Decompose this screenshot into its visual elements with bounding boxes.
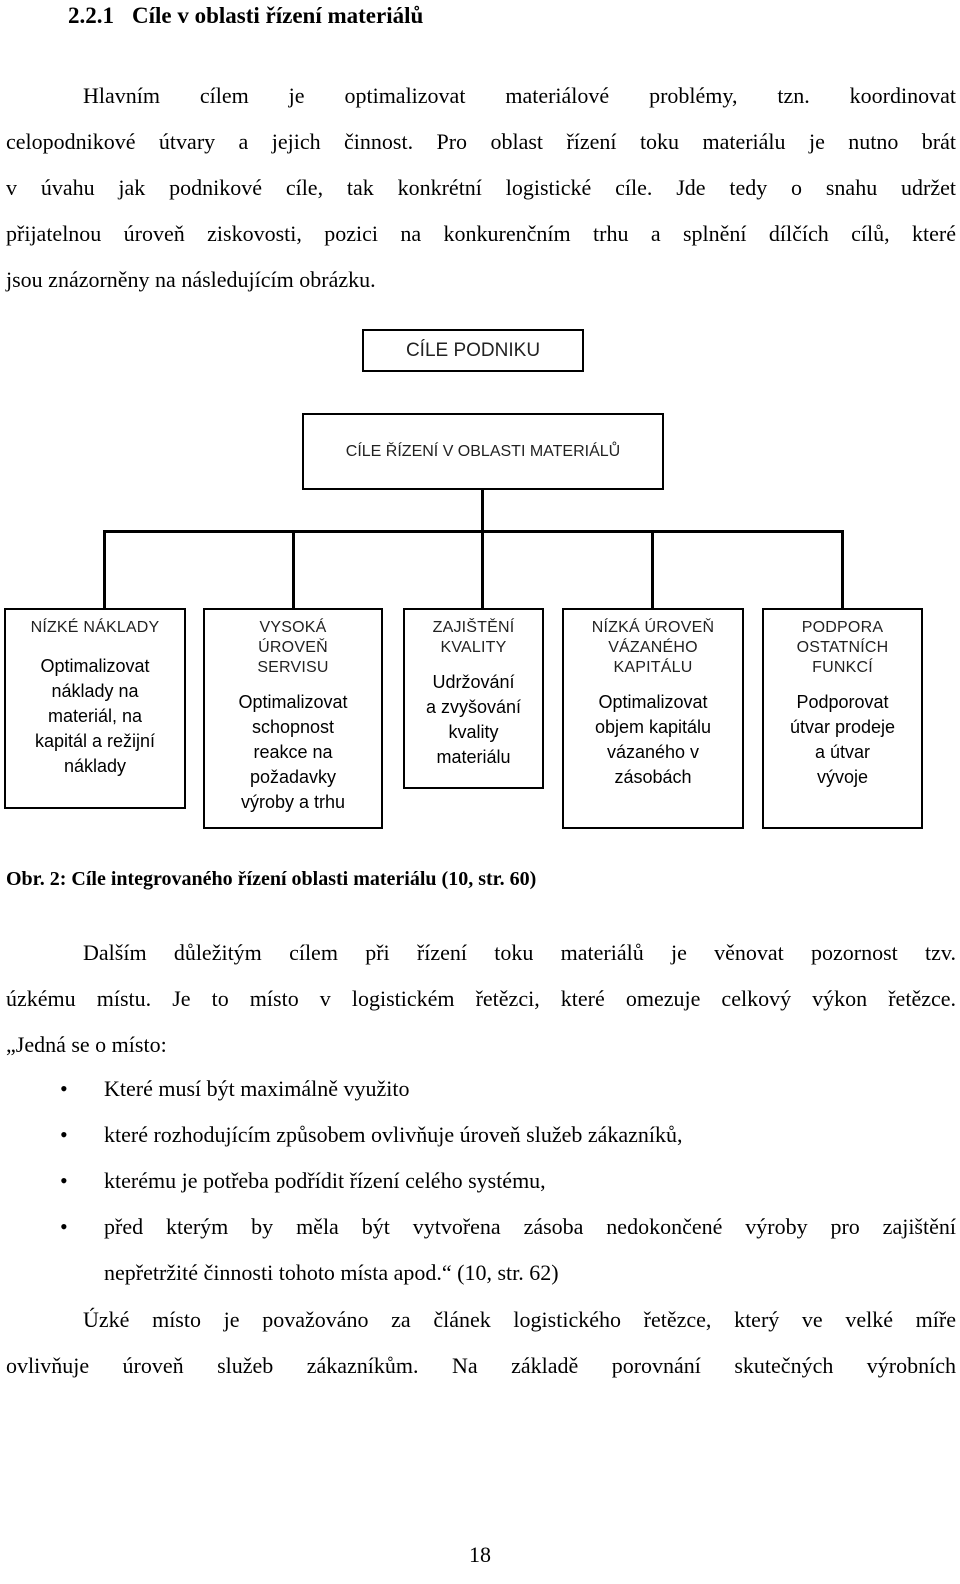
goal-box-line: požadavky bbox=[249, 767, 337, 787]
goal-box-line: reakce na bbox=[253, 742, 333, 762]
diagram-middle-box: CÍLE ŘÍZENÍ V OBLASTI MATERIÁLŮ bbox=[302, 413, 664, 490]
goal-box-caption: ZAJIŠTĚNÍ bbox=[432, 619, 515, 636]
goal-box-line: Optimalizovat bbox=[40, 656, 150, 676]
paragraph-bottleneck: Dalším důležitým cílem při řízení toku m… bbox=[6, 930, 956, 1068]
paragraph-closing: Úzké místo je považováno za článek logis… bbox=[6, 1297, 956, 1389]
figure-caption: Obr. 2: Cíle integrovaného řízení oblast… bbox=[6, 868, 537, 890]
goal-box-line: útvar prodeje bbox=[789, 717, 896, 737]
list-item: • kterému je potřeba podřídit řízení cel… bbox=[60, 1158, 956, 1204]
goal-box-body: Optimalizovat schopnost reakce na požada… bbox=[205, 690, 381, 815]
bullet-icon: • bbox=[60, 1168, 68, 1193]
goal-box-body: Udržování a zvyšování kvality materiálu bbox=[405, 670, 542, 770]
goal-box-line: a útvar bbox=[814, 742, 871, 762]
paragraph-line: Dalším důležitým cílem při řízení toku m… bbox=[83, 940, 956, 965]
connector-vertical bbox=[651, 530, 654, 610]
goal-box-caption: NÍZKÁ ÚROVEŇ bbox=[591, 619, 715, 636]
goal-box-caption: VYSOKÁ bbox=[259, 619, 327, 636]
goal-box-quality: ZAJIŠTĚNÍ KVALITY Udržování a zvyšování … bbox=[403, 608, 544, 789]
bullet-icon: • bbox=[60, 1076, 68, 1101]
goal-box-low-costs: NÍZKÉ NÁKLADY Optimalizovat náklady na m… bbox=[4, 608, 186, 809]
paragraph-line: v úvahu jak podnikové cíle, tak konkrétn… bbox=[6, 175, 956, 200]
goal-box-caption: KAPITÁLU bbox=[613, 659, 693, 676]
goal-box-caption: NÍZKÉ NÁKLADY bbox=[30, 619, 160, 636]
goal-box-caption: KVALITY bbox=[440, 639, 507, 656]
goal-box-line: materiál, na bbox=[47, 706, 143, 726]
goal-box-line: kvality bbox=[448, 722, 499, 742]
goal-box-line: schopnost bbox=[251, 717, 335, 737]
paragraph-line: přijatelnou úroveň ziskovosti, pozici na… bbox=[6, 221, 956, 246]
diagram-middle-label: CÍLE ŘÍZENÍ V OBLASTI MATERIÁLŮ bbox=[345, 443, 621, 460]
list-item: • Které musí být maximálně využito bbox=[60, 1066, 956, 1112]
list-item-text: nepřetržité činnosti tohoto místa apod.“… bbox=[104, 1260, 559, 1285]
goal-box-caption: FUNKCÍ bbox=[812, 659, 873, 676]
paragraph-line: jsou znázorněny na následujícím obrázku. bbox=[6, 267, 376, 292]
section-heading: 2.2.1 Cíle v oblasti řízení materiálů bbox=[68, 0, 423, 32]
goal-box-caption: SERVISU bbox=[257, 659, 329, 676]
goal-box-high-service: VYSOKÁ ÚROVEŇ SERVISU Optimalizovat scho… bbox=[203, 608, 383, 829]
list-item-text: před kterým by měla být vytvořena zásoba… bbox=[104, 1214, 956, 1239]
diagram-top-box: CÍLE PODNIKU bbox=[362, 329, 584, 372]
goal-box-line: Podporovat bbox=[796, 692, 889, 712]
paragraph-line: Úzké místo je považováno za článek logis… bbox=[83, 1307, 956, 1332]
list-item-continuation: nepřetržité činnosti tohoto místa apod.“… bbox=[60, 1250, 956, 1296]
goal-box-line: Optimalizovat bbox=[598, 692, 708, 712]
goal-box-line: objem kapitálu bbox=[594, 717, 712, 737]
paragraph-line: Hlavním cílem je optimalizovat materiálo… bbox=[83, 83, 956, 108]
goal-box-body: Optimalizovat objem kapitálu vázaného v … bbox=[564, 690, 742, 790]
goal-box-caption: VÁZANÉHO bbox=[608, 639, 698, 656]
goal-box-line: Optimalizovat bbox=[238, 692, 348, 712]
list-item-text: Které musí být maximálně využito bbox=[104, 1076, 410, 1101]
goal-box-low-capital: NÍZKÁ ÚROVEŇ VÁZANÉHO KAPITÁLU Optimaliz… bbox=[562, 608, 744, 829]
page-number: 18 bbox=[469, 1542, 491, 1567]
paragraph-line: ovlivňuje úroveň služeb zákazníkům. Na z… bbox=[6, 1353, 956, 1378]
bullet-icon: • bbox=[60, 1122, 68, 1147]
connector-vertical bbox=[481, 530, 484, 610]
goal-box-support: PODPORA OSTATNÍCH FUNKCÍ Podporovat útva… bbox=[762, 608, 923, 829]
diagram-top-label: CÍLE PODNIKU bbox=[405, 340, 541, 361]
section-title: Cíle v oblasti řízení materiálů bbox=[132, 3, 424, 28]
goal-box-caption: OSTATNÍCH bbox=[796, 639, 889, 656]
goal-box-line: kapitál a režijní bbox=[34, 731, 156, 751]
goal-box-line: náklady na bbox=[51, 681, 139, 701]
section-number: 2.2.1 bbox=[68, 3, 114, 28]
paragraph-line: „Jedná se o místo: bbox=[6, 1032, 167, 1057]
list-item-text: kterému je potřeba podřídit řízení celéh… bbox=[104, 1168, 546, 1193]
list-item: • které rozhodujícím způsobem ovlivňuje … bbox=[60, 1112, 956, 1158]
goal-box-line: zásobách bbox=[614, 767, 692, 787]
connector-horizontal bbox=[103, 530, 844, 533]
goal-box-line: vázaného v bbox=[606, 742, 700, 762]
connector-vertical bbox=[292, 530, 295, 610]
goal-box-line: náklady bbox=[63, 756, 127, 776]
goal-box-line: vývoje bbox=[816, 767, 869, 787]
bullet-icon: • bbox=[60, 1214, 68, 1239]
goal-box-line: Udržování bbox=[432, 672, 515, 692]
goal-box-body: Optimalizovat náklady na materiál, na ka… bbox=[6, 654, 184, 779]
connector-vertical bbox=[103, 530, 106, 610]
list-item: • před kterým by měla být vytvořena záso… bbox=[60, 1204, 956, 1250]
bullet-list: • Které musí být maximálně využito • kte… bbox=[60, 1066, 956, 1296]
paragraph-line: celopodnikové útvary a jejich činnost. P… bbox=[6, 129, 956, 154]
goal-box-line: výroby a trhu bbox=[240, 792, 346, 812]
goal-box-body: Podporovat útvar prodeje a útvar vývoje bbox=[764, 690, 921, 790]
connector-vertical bbox=[841, 530, 844, 610]
list-item-text: které rozhodujícím způsobem ovlivňuje úr… bbox=[104, 1122, 683, 1147]
goal-box-line: materiálu bbox=[436, 747, 511, 767]
goal-box-caption: PODPORA bbox=[801, 619, 884, 636]
connector-vertical-main bbox=[481, 490, 484, 532]
paragraph-line: úzkému místu. Je to místo v logistickém … bbox=[6, 986, 956, 1011]
goal-box-line: a zvyšování bbox=[425, 697, 522, 717]
paragraph-intro: Hlavním cílem je optimalizovat materiálo… bbox=[6, 73, 956, 303]
goal-box-caption: ÚROVEŇ bbox=[258, 639, 328, 656]
